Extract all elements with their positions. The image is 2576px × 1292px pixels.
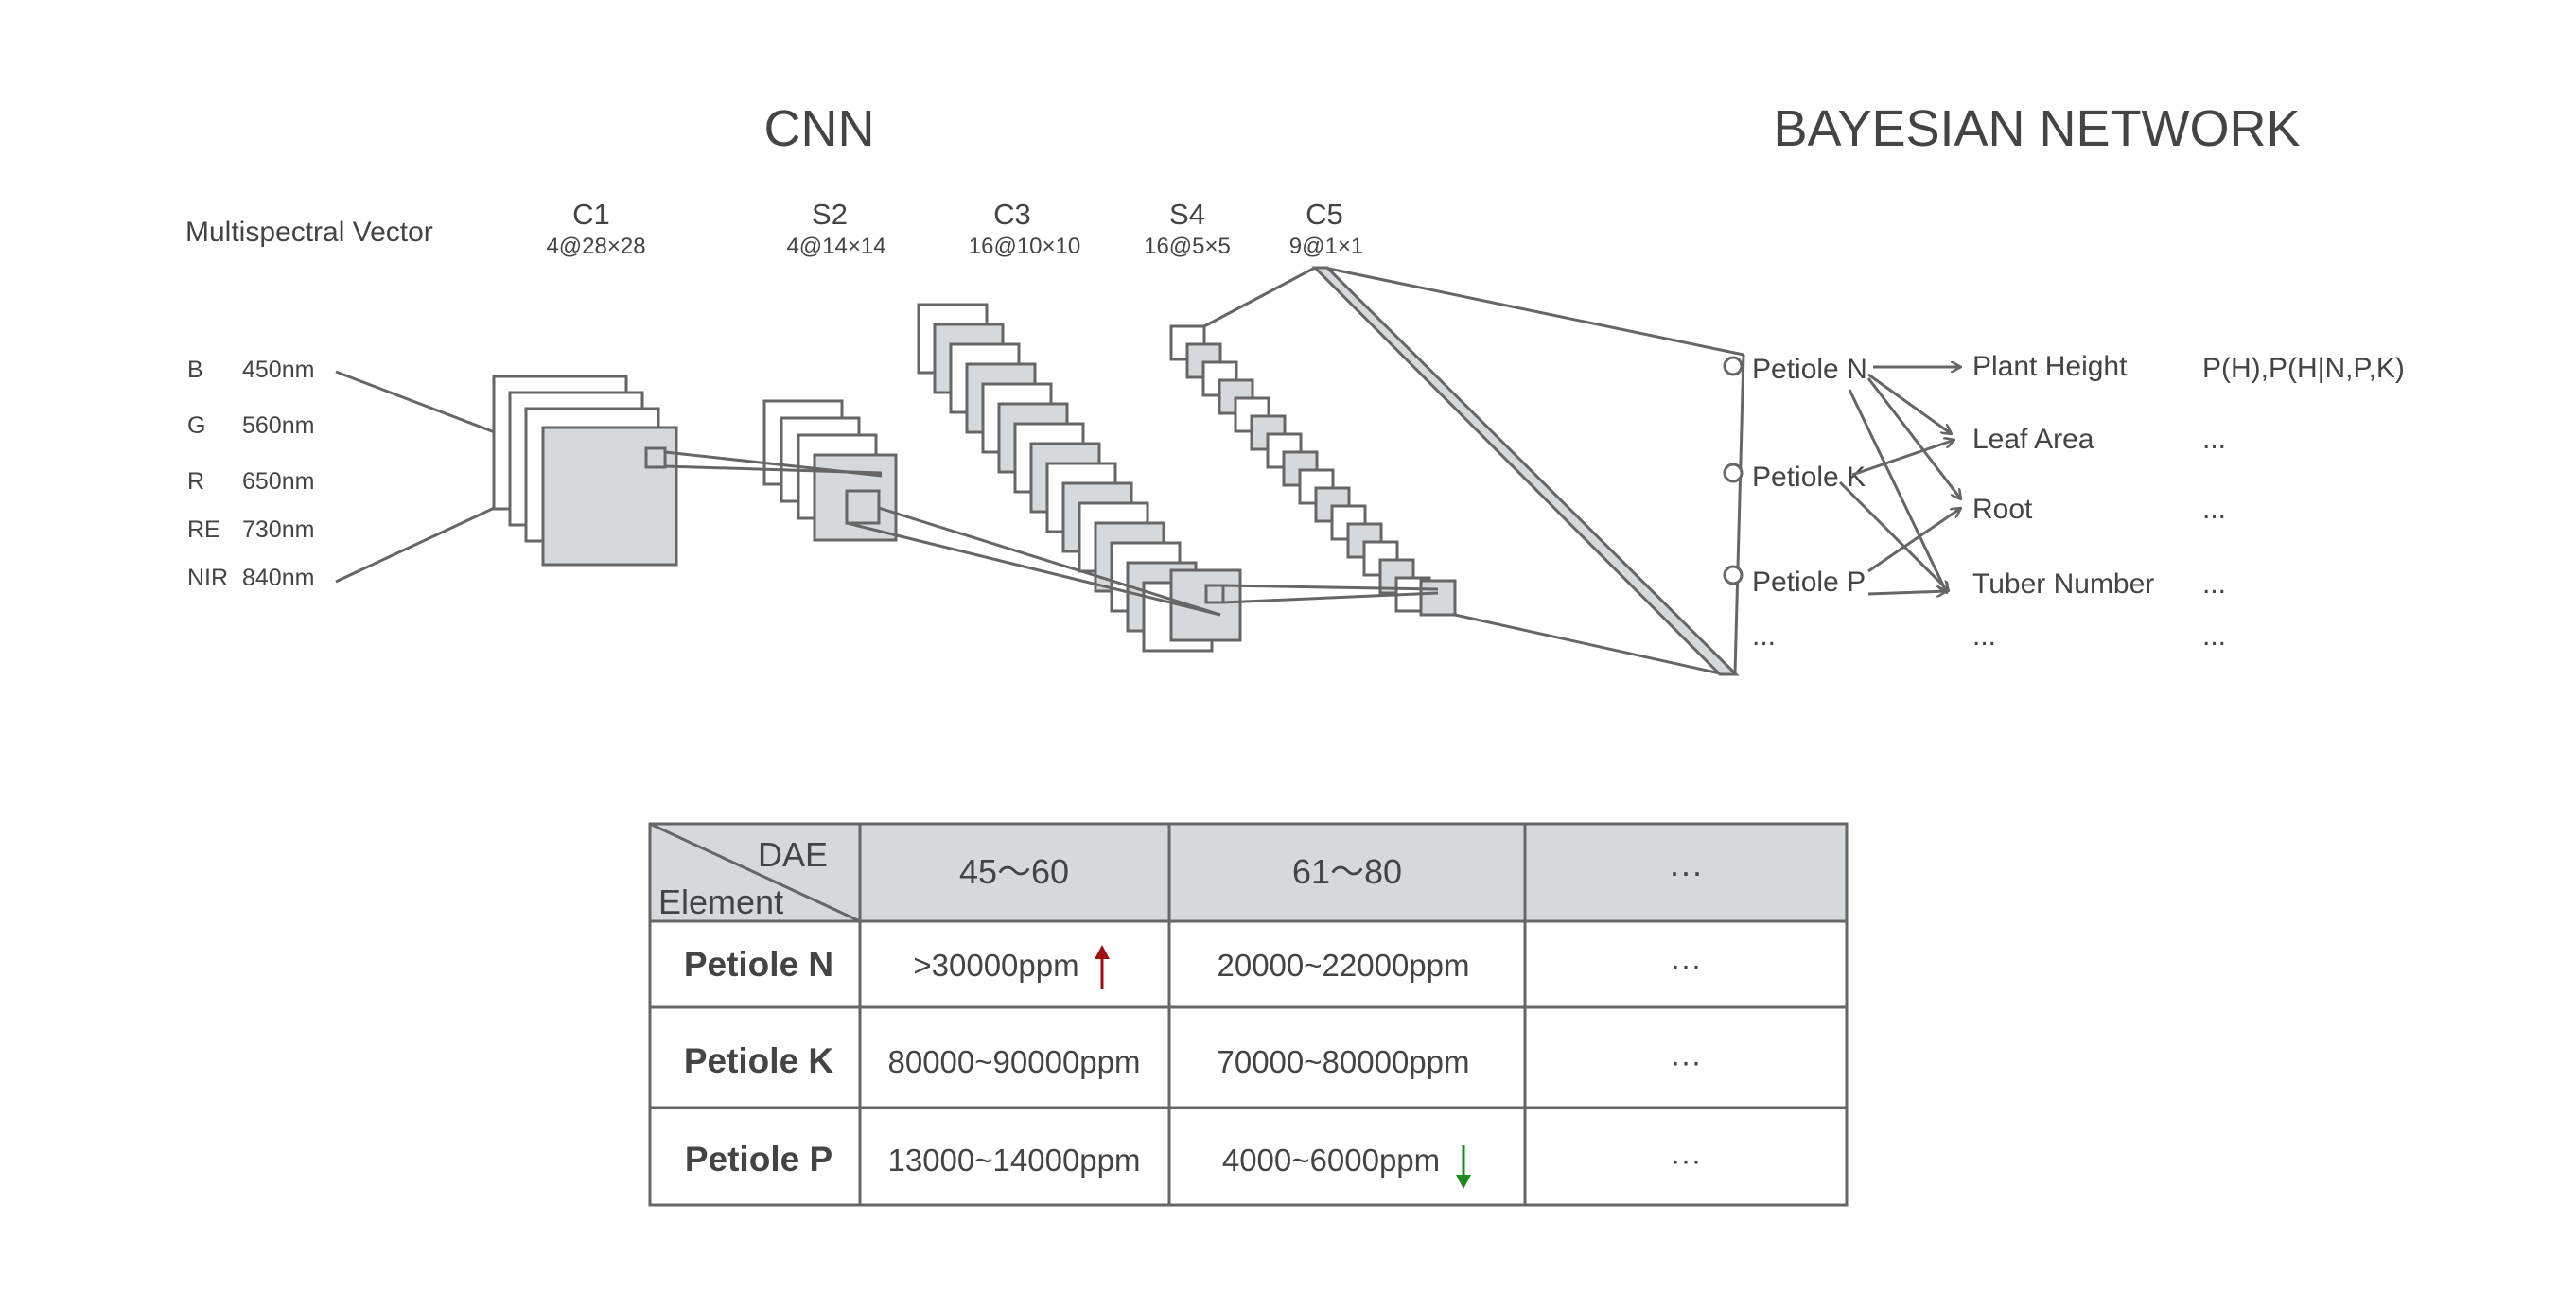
node-circle bbox=[1723, 565, 1744, 585]
bayes-child-node: Leaf Area bbox=[1972, 424, 2094, 455]
table-cell: ··· bbox=[1671, 948, 1702, 983]
bayes-child-node: Plant Height bbox=[1972, 351, 2128, 382]
probability-label: ... bbox=[2202, 620, 2226, 652]
column-header: ··· bbox=[1669, 852, 1703, 891]
s2-feature-maps bbox=[762, 399, 898, 542]
band-label: RE bbox=[187, 516, 220, 543]
bayes-child-node: ... bbox=[1972, 620, 1996, 652]
s4-feature-maps bbox=[1169, 324, 1457, 617]
node-circle bbox=[1723, 463, 1744, 483]
table-cell: 4000~6000ppm bbox=[1222, 1143, 1440, 1178]
probability-label: P(H),P(H|N,P,K) bbox=[2202, 353, 2405, 384]
band-wavelength: 840nm bbox=[242, 565, 314, 591]
layer-dims: 16@10×10 bbox=[969, 234, 1080, 259]
probability-label: ... bbox=[2202, 494, 2226, 525]
bayes-parent-node: Petiole P bbox=[1752, 567, 1866, 598]
decrease-arrow-icon bbox=[1456, 1145, 1471, 1189]
layer-name: C3 bbox=[993, 198, 1031, 231]
layer-dims: 4@28×28 bbox=[546, 234, 645, 259]
table-cell: ··· bbox=[1671, 1143, 1702, 1178]
table-cell: ··· bbox=[1671, 1044, 1702, 1079]
column-header: 61～80 bbox=[1292, 852, 1402, 891]
probability-label: ... bbox=[2202, 424, 2226, 455]
layer-name: S4 bbox=[1169, 198, 1205, 231]
bayes-child-node: Root bbox=[1972, 494, 2033, 525]
layer-dims: 9@1×1 bbox=[1289, 234, 1363, 259]
band-wavelength: 450nm bbox=[242, 357, 314, 383]
band-wavelength: 560nm bbox=[242, 412, 314, 439]
band-label: R bbox=[187, 468, 204, 495]
bayes-parent-node: Petiole N bbox=[1752, 354, 1867, 385]
row-header: Petiole P bbox=[685, 1140, 832, 1179]
table-cell: >30000ppm bbox=[913, 948, 1078, 983]
increase-arrow-icon bbox=[1095, 945, 1110, 989]
layer-dims: 4@14×14 bbox=[786, 234, 885, 259]
bayesian-network-heading: BAYESIAN NETWORK bbox=[1773, 100, 2300, 157]
multispectral-vector-title: Multispectral Vector bbox=[185, 217, 433, 248]
table-cell: 20000~22000ppm bbox=[1218, 948, 1470, 983]
band-label: B bbox=[187, 357, 203, 383]
layer-dims: 16@5×5 bbox=[1144, 234, 1231, 259]
probability-labels: P(H),P(H|N,P,K) ... ... ... ... bbox=[2202, 353, 2405, 652]
table-cell: 13000~14000ppm bbox=[888, 1143, 1141, 1178]
layer-connections bbox=[664, 266, 1745, 675]
bayes-parent-nodes: Petiole N Petiole K Petiole P ... bbox=[1723, 354, 1867, 652]
nutrient-table: DAE Element 45～60 61～80 ··· Petiole N >3… bbox=[648, 822, 1849, 1207]
probability-label: ... bbox=[2202, 568, 2226, 600]
layer-name: S2 bbox=[812, 198, 848, 231]
band-wavelength: 730nm bbox=[242, 516, 314, 543]
row-header: Petiole N bbox=[684, 945, 833, 984]
bayes-edges bbox=[1838, 367, 1961, 594]
band-label: G bbox=[187, 412, 205, 439]
c1-feature-maps bbox=[492, 375, 678, 567]
band-list: B 450nm G 560nm R 650nm RE 730nm NIR 840… bbox=[187, 357, 314, 591]
node-circle bbox=[1723, 356, 1744, 376]
bayes-child-node: Tuber Number bbox=[1972, 568, 2154, 600]
table-cell: 80000~90000ppm bbox=[888, 1044, 1141, 1079]
corner-header-element: Element bbox=[658, 882, 783, 921]
layer-name: C5 bbox=[1306, 198, 1343, 231]
c3-feature-maps bbox=[917, 303, 1242, 653]
corner-diagonal bbox=[649, 822, 861, 923]
column-header: 45～60 bbox=[959, 852, 1069, 891]
table-body bbox=[648, 919, 1849, 1207]
row-header: Petiole K bbox=[684, 1041, 834, 1080]
band-wavelength: 650nm bbox=[242, 468, 314, 495]
corner-header-dae: DAE bbox=[758, 835, 828, 874]
bayes-child-nodes: Plant Height Leaf Area Root Tuber Number… bbox=[1972, 351, 2154, 652]
band-label: NIR bbox=[187, 565, 228, 591]
bayes-parent-node: ... bbox=[1752, 620, 1776, 652]
cnn-heading: CNN bbox=[764, 100, 875, 157]
bayes-parent-node: Petiole K bbox=[1752, 462, 1866, 493]
c5-output-vector bbox=[1311, 266, 1740, 676]
table-cell: 70000~80000ppm bbox=[1218, 1044, 1470, 1079]
layer-name: C1 bbox=[572, 198, 610, 231]
layer-labels: C1 4@28×28 S2 4@14×14 C3 16@10×10 S4 16@… bbox=[546, 198, 1363, 259]
